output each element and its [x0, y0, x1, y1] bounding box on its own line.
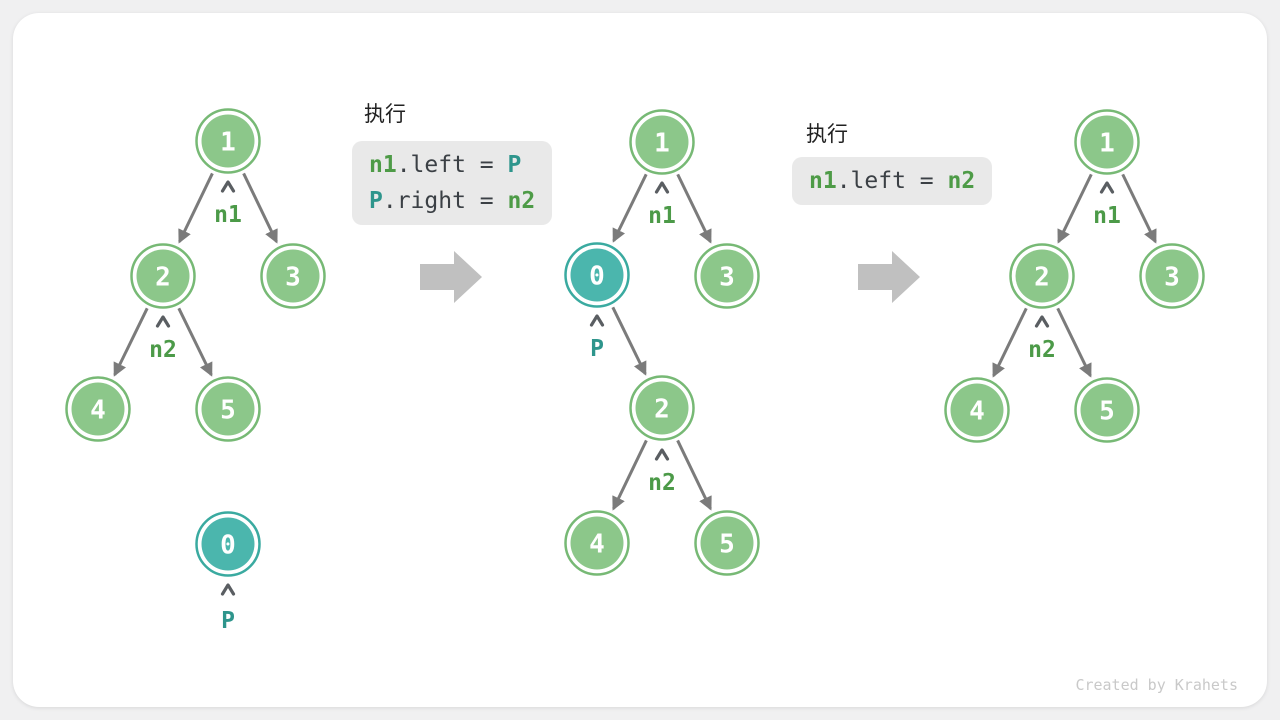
- node-value: 3: [1164, 262, 1180, 292]
- step-arrow-icon: [420, 251, 482, 303]
- tree-edge: [611, 306, 647, 376]
- pointer-label-n2: n2: [149, 337, 177, 363]
- pointer-label-P: P: [590, 336, 604, 362]
- watermark-credit: Created by Krahets: [1075, 676, 1238, 694]
- tree-edge: [1121, 173, 1157, 244]
- tree-node-5: 5: [195, 376, 261, 442]
- node-value: 4: [90, 395, 106, 425]
- pointer-label-n1: n1: [648, 203, 676, 229]
- pointer-caret-icon: [654, 181, 670, 194]
- code-line: P.right = n2: [369, 188, 536, 214]
- pointer-caret-icon: [654, 448, 670, 461]
- pointer-caret-icon: [1034, 315, 1050, 328]
- tree-node-1: 1: [629, 109, 695, 175]
- tree-edge: [992, 307, 1028, 378]
- tree-edge: [676, 173, 712, 244]
- tree-node-3: 3: [694, 243, 760, 309]
- tree-node-2: 2: [130, 243, 196, 309]
- tree-edge: [113, 307, 149, 377]
- tree-edge: [178, 172, 214, 244]
- tree-node-1: 1: [1074, 109, 1140, 175]
- node-value: 4: [969, 396, 985, 426]
- tree-node-0: 0: [564, 242, 630, 308]
- pointer-label-n2: n2: [1028, 337, 1056, 363]
- node-value: 5: [1099, 396, 1115, 426]
- pointer-label-n2: n2: [648, 470, 676, 496]
- tree-edge: [612, 439, 648, 511]
- node-value: 3: [719, 262, 735, 292]
- code-line: n1.left = n2: [809, 168, 976, 194]
- node-value: 2: [654, 394, 670, 424]
- tree-node-4: 4: [564, 510, 630, 576]
- pointer-caret-icon: [589, 314, 605, 327]
- pointer-label-n1: n1: [214, 202, 242, 228]
- step-arrow-icon: [858, 251, 920, 303]
- node-value: 0: [220, 530, 236, 560]
- tree-edge: [242, 172, 278, 244]
- code-line: n1.left = P: [369, 152, 522, 178]
- step2-exec-header: 执行: [806, 123, 848, 146]
- node-value: 5: [220, 395, 236, 425]
- node-value: 1: [220, 127, 236, 157]
- tree-edge: [177, 307, 213, 377]
- tree-after-remove: 1 2 3 4 5 n1 n2: [944, 109, 1205, 443]
- step1-exec-header: 执行: [364, 103, 406, 126]
- tree-before-insert: 1 2 3 4 5 0 n1 n2P: [65, 108, 326, 634]
- node-value: 2: [155, 262, 171, 292]
- tree-node-4: 4: [944, 377, 1010, 443]
- node-value: 1: [1099, 128, 1115, 158]
- tree-node-2: 2: [629, 375, 695, 441]
- pointer-caret-icon: [155, 315, 171, 328]
- tree-node-0: 0: [195, 511, 261, 577]
- tree-node-1: 1: [195, 108, 261, 174]
- pointer-label-P: P: [221, 608, 235, 634]
- tree-edge: [612, 173, 648, 243]
- tree-edge: [1057, 173, 1093, 244]
- tree-edge: [676, 439, 712, 511]
- step2-code-block: n1.left = n2: [792, 157, 993, 205]
- tree-edge: [1056, 307, 1092, 378]
- tree-node-5: 5: [1074, 377, 1140, 443]
- pointer-label-n1: n1: [1093, 203, 1121, 229]
- tree-node-4: 4: [65, 376, 131, 442]
- pointer-caret-icon: [220, 583, 236, 596]
- tree-node-3: 3: [260, 243, 326, 309]
- node-value: 1: [654, 128, 670, 158]
- tree-node-5: 5: [694, 510, 760, 576]
- node-value: 0: [589, 261, 605, 291]
- pointer-caret-icon: [220, 180, 236, 193]
- node-value: 5: [719, 529, 735, 559]
- pointer-caret-icon: [1099, 181, 1115, 194]
- node-value: 4: [589, 529, 605, 559]
- tree-node-3: 3: [1139, 243, 1205, 309]
- tree-node-2: 2: [1009, 243, 1075, 309]
- node-value: 3: [285, 262, 301, 292]
- node-value: 2: [1034, 262, 1050, 292]
- step1-code-block: n1.left = P P.right = n2: [352, 141, 553, 225]
